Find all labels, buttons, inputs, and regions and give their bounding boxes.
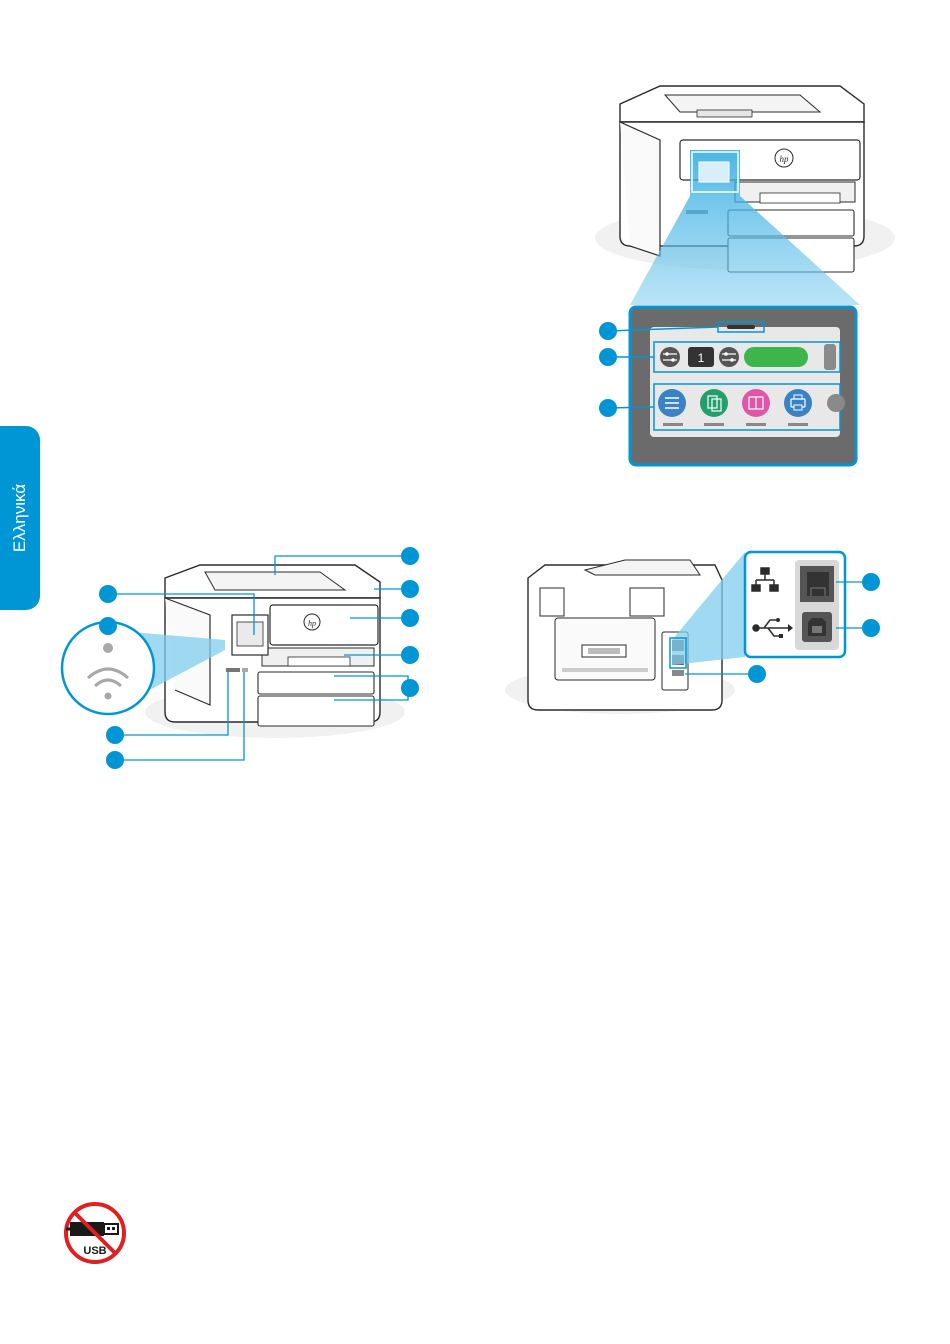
callout-marker: [401, 547, 419, 565]
svg-text:hp: hp: [780, 154, 790, 164]
callout-marker: [99, 585, 117, 603]
callout-marker: [99, 617, 117, 635]
control-panel-closeup: 1: [630, 307, 856, 465]
callout-marker: [599, 322, 617, 340]
no-usb-icon: USB: [66, 1204, 124, 1262]
callout-marker: [401, 679, 419, 697]
callout-marker: [106, 751, 124, 769]
usb-b-port-icon: [802, 612, 832, 642]
callout-marker: [748, 665, 766, 683]
callout-marker: [599, 399, 617, 417]
callout-marker: [862, 573, 880, 591]
callout-marker: [401, 646, 419, 664]
callout-marker: [106, 726, 124, 744]
ethernet-port-icon: [800, 566, 834, 602]
copies-value: 1: [698, 351, 705, 365]
callout-marker: [401, 580, 419, 598]
svg-text:hp: hp: [308, 619, 316, 628]
callout-marker: [862, 619, 880, 637]
top-printer-illustration: hp: [595, 86, 895, 305]
callout-marker: [401, 609, 419, 627]
no-usb-label: USB: [83, 1245, 106, 1257]
callout-marker: [599, 348, 617, 366]
